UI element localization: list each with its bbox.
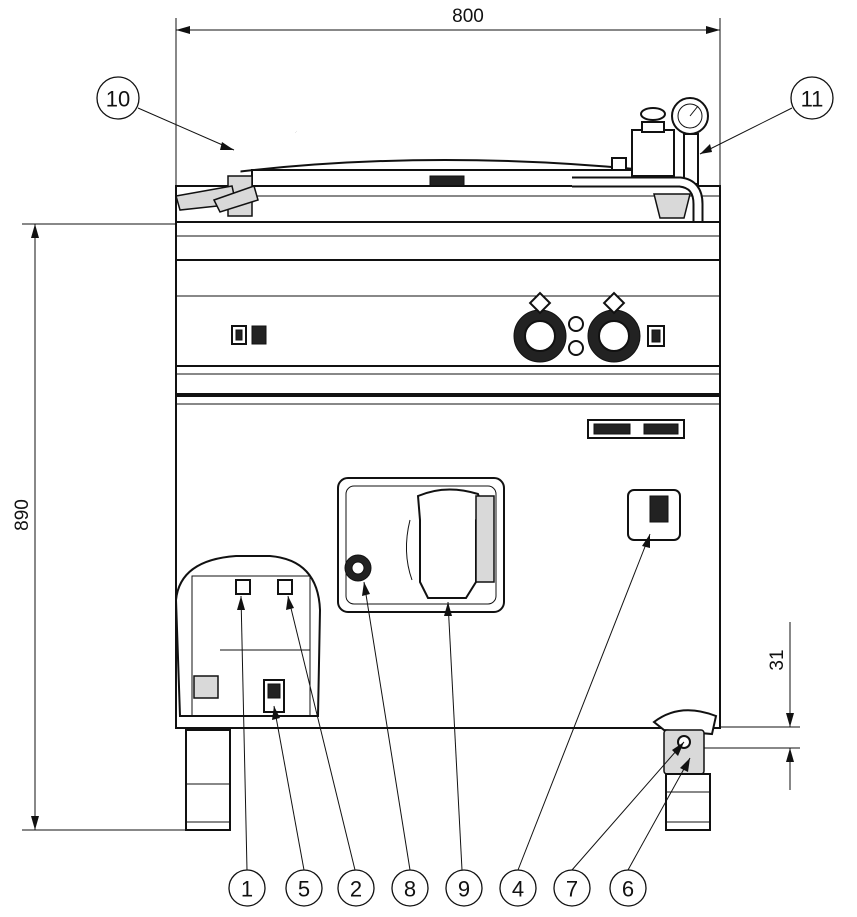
callout-1: 1 — [228, 869, 266, 907]
height-dimension: 890 — [12, 223, 190, 831]
callout-5-label: 5 — [298, 877, 310, 902]
callout-2-label: 2 — [350, 877, 362, 902]
callout-9-label: 9 — [458, 877, 470, 902]
callout-11-label: 11 — [801, 87, 824, 112]
callout-8-label: 8 — [404, 877, 416, 902]
callout-4-label: 4 — [512, 877, 524, 902]
kettle-top — [175, 97, 721, 355]
callout-4: 4 — [499, 869, 537, 907]
width-dimension: 800 — [175, 6, 721, 190]
leader-lines — [137, 107, 793, 871]
control-knob-right[interactable] — [587, 291, 641, 363]
height-dimension-label: 890 — [12, 499, 33, 531]
control-knob-left[interactable] — [513, 291, 567, 363]
foot-gap-label: 31 — [767, 649, 788, 670]
callout-7-label: 7 — [566, 877, 578, 902]
callout-10: 10 — [96, 76, 140, 120]
callout-10-label: 10 — [106, 87, 130, 112]
callout-6-label: 6 — [622, 877, 634, 902]
callout-8: 8 — [391, 869, 429, 907]
callout-2: 2 — [337, 869, 375, 907]
callout-11: 11 — [790, 76, 834, 120]
callout-9: 9 — [445, 869, 483, 907]
callout-6: 6 — [609, 869, 647, 907]
callout-7: 7 — [553, 869, 591, 907]
control-panel — [175, 221, 721, 395]
callout-5: 5 — [285, 869, 323, 907]
feet — [185, 729, 711, 831]
width-dimension-label: 800 — [452, 6, 484, 27]
callout-1-label: 1 — [241, 877, 253, 902]
kettle-body — [174, 395, 721, 775]
